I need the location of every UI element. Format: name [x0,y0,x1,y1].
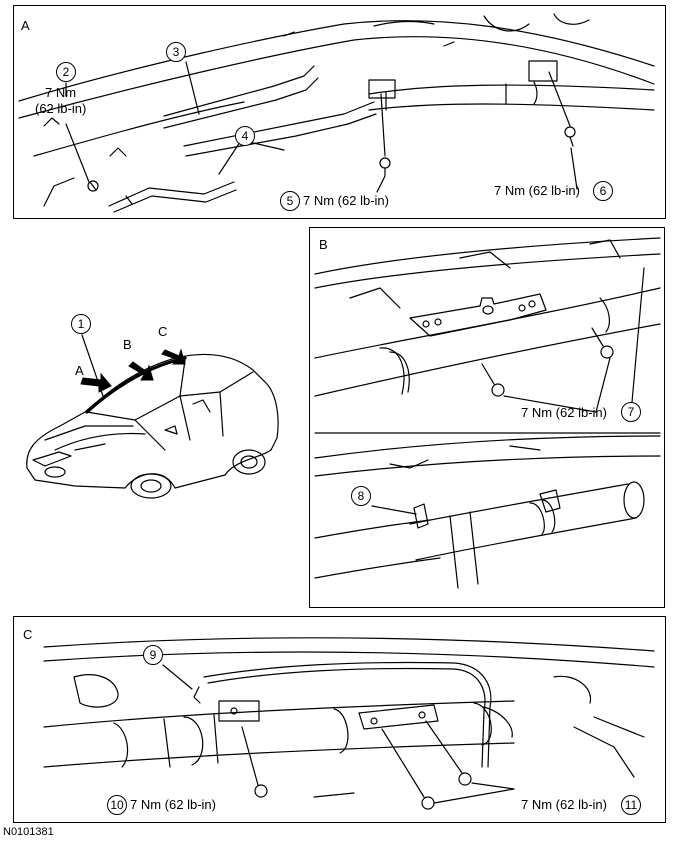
callout-9: 9 [143,645,163,665]
callout-7: 7 [621,402,641,422]
callout-6: 6 [593,181,613,201]
panel-a-illustration [18,13,655,213]
torque-label-6: 7 Nm (62 lb-in) [494,183,580,198]
torque-label-7: 7 Nm (62 lb-in) [521,405,607,420]
panel-b: B 7 Nm (62 lb-in) 7 8 [309,227,665,608]
vehicle-illustration [26,334,279,499]
torque-label-5: 7 Nm (62 lb-in) [303,193,389,208]
torque-label-10: 7 Nm (62 lb-in) [130,797,216,812]
torque-label-2-lbin: (62 lb-in) [35,101,87,116]
callout-5: 5 [280,191,300,211]
callout-3: 3 [166,42,186,62]
callout-2: 2 [56,62,76,82]
callout-10: 10 [107,795,127,815]
callout-8: 8 [351,486,371,506]
panel-c-illustration [43,637,655,810]
callout-11: 11 [621,795,641,815]
panel-b-illustration [314,237,661,589]
torque-label-2-nm: 7 Nm [45,85,77,100]
torque-label-11: 7 Nm (62 lb-in) [521,797,607,812]
vehicle-overview: 1 A B C [15,300,295,500]
callout-1: 1 [71,314,91,334]
figure-code: N0101381 [3,826,54,838]
callout-4: 4 [235,126,255,146]
view-arrow-b-label: B [123,337,132,352]
view-arrow-c-label: C [158,324,168,339]
panel-a: A 2 7 Nm (62 lb-in) 3 4 5 7 Nm (62 lb-in… [13,5,666,219]
panel-a-letter: A [21,18,30,33]
panel-c-letter: C [23,627,33,642]
panel-c: C 9 10 7 Nm (62 lb-in) 7 Nm (62 lb-in) 1… [13,616,666,823]
view-arrow-a-label: A [75,363,84,378]
panel-b-letter: B [319,237,328,252]
